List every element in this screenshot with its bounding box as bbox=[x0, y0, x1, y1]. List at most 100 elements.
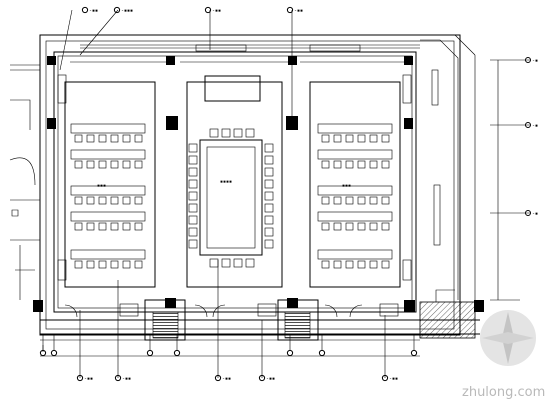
chair bbox=[122, 196, 131, 205]
desk-row bbox=[70, 149, 146, 160]
left-exterior bbox=[9, 64, 41, 300]
grid-bubble bbox=[146, 349, 154, 357]
chair bbox=[245, 258, 255, 268]
chair bbox=[381, 134, 390, 143]
chair bbox=[86, 160, 95, 169]
bottom-leaders: -▪▪ -▪▪ -▪▪ -▪▪ -▪▪ bbox=[39, 260, 418, 382]
right-zone-label: ▪▪▪ bbox=[342, 183, 351, 189]
chair bbox=[98, 160, 107, 169]
chair bbox=[264, 215, 274, 225]
chair bbox=[122, 260, 131, 269]
top-tag-2: -▪▪▪ bbox=[121, 8, 133, 14]
chair bbox=[264, 179, 274, 189]
desk-row bbox=[317, 149, 393, 160]
chair bbox=[357, 196, 366, 205]
chair bbox=[221, 258, 231, 268]
chair bbox=[188, 191, 198, 201]
grid-bubble bbox=[39, 349, 47, 357]
chair bbox=[98, 134, 107, 143]
grid-bubble bbox=[410, 349, 418, 357]
grid-bubble bbox=[286, 349, 294, 357]
chair bbox=[264, 203, 274, 213]
chair bbox=[209, 128, 219, 138]
chair bbox=[333, 196, 342, 205]
chair bbox=[333, 260, 342, 269]
chair bbox=[74, 134, 83, 143]
chair bbox=[110, 134, 119, 143]
chair bbox=[134, 222, 143, 231]
chair bbox=[188, 179, 198, 189]
chair bbox=[233, 128, 243, 138]
chair bbox=[74, 260, 83, 269]
chair bbox=[188, 239, 198, 249]
chair bbox=[209, 258, 219, 268]
chair bbox=[122, 222, 131, 231]
chair bbox=[188, 227, 198, 237]
chair bbox=[381, 222, 390, 231]
watermark: zhulong.com bbox=[462, 385, 545, 400]
top-tag-3: -▪▪ bbox=[212, 8, 221, 14]
bottom-tag-5: -▪▪ bbox=[84, 376, 93, 382]
chair bbox=[74, 160, 83, 169]
chair bbox=[369, 196, 378, 205]
chair bbox=[110, 160, 119, 169]
chair bbox=[122, 134, 131, 143]
desk-row bbox=[317, 211, 393, 222]
grid-bubble bbox=[50, 349, 58, 357]
chair bbox=[345, 222, 354, 231]
top-tag-4: -▪▪ bbox=[294, 8, 303, 14]
chair bbox=[357, 134, 366, 143]
chair bbox=[369, 222, 378, 231]
stair-right bbox=[284, 311, 311, 339]
chair bbox=[134, 160, 143, 169]
right-tag-3: -▪ bbox=[532, 211, 538, 217]
chair bbox=[264, 239, 274, 249]
right-seating-zone: ▪▪▪ bbox=[309, 81, 401, 288]
right-dimensions: -▪ -▪ -▪ bbox=[490, 57, 538, 301]
compass-logo bbox=[480, 310, 536, 366]
chair bbox=[333, 222, 342, 231]
chair bbox=[321, 160, 330, 169]
chair bbox=[264, 167, 274, 177]
chair bbox=[134, 196, 143, 205]
desk-row bbox=[317, 123, 393, 134]
desk-row bbox=[70, 123, 146, 134]
lower-wall bbox=[40, 289, 480, 357]
chair bbox=[321, 222, 330, 231]
chair bbox=[321, 196, 330, 205]
chair bbox=[86, 196, 95, 205]
chair bbox=[74, 222, 83, 231]
chair bbox=[188, 215, 198, 225]
chair bbox=[381, 260, 390, 269]
chair bbox=[369, 260, 378, 269]
chair bbox=[321, 260, 330, 269]
chair bbox=[345, 196, 354, 205]
bottom-tag-4: -▪▪ bbox=[389, 376, 398, 382]
chair bbox=[188, 143, 198, 153]
outer-walls bbox=[39, 34, 476, 336]
chair bbox=[369, 134, 378, 143]
chair bbox=[345, 260, 354, 269]
chair bbox=[122, 160, 131, 169]
chair bbox=[264, 155, 274, 165]
bottom-tag-2: -▪▪ bbox=[222, 376, 231, 382]
chair bbox=[86, 222, 95, 231]
top-leaders: -▪▪ -▪▪▪ -▪▪ -▪▪ bbox=[59, 6, 303, 117]
chair bbox=[333, 160, 342, 169]
hatched-room bbox=[419, 301, 476, 339]
right-tag-1: -▪ bbox=[532, 58, 538, 64]
chair bbox=[357, 160, 366, 169]
chair bbox=[333, 134, 342, 143]
chair bbox=[134, 134, 143, 143]
conference-table bbox=[199, 139, 263, 256]
left-seating-zone: ▪▪▪ bbox=[64, 81, 156, 288]
chair bbox=[245, 128, 255, 138]
desk-row bbox=[70, 185, 146, 196]
chair bbox=[110, 222, 119, 231]
chair bbox=[188, 203, 198, 213]
grid-bubble bbox=[318, 349, 326, 357]
left-zone-label: ▪▪▪ bbox=[97, 183, 106, 189]
chair bbox=[110, 196, 119, 205]
chair bbox=[264, 143, 274, 153]
chair bbox=[74, 196, 83, 205]
